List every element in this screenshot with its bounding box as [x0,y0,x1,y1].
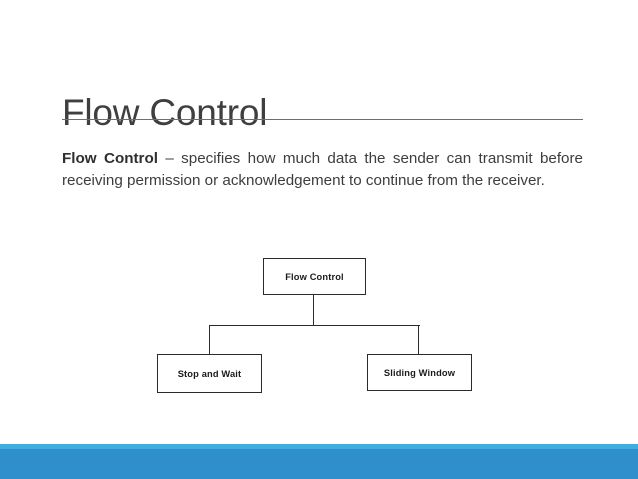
body-rest-text: – specifies how much data the sender can… [62,150,584,189]
connector-drop-right [418,325,420,354]
diagram-node-label: Flow Control [285,271,344,282]
body-paragraph: Flow Control – specifies how much data t… [62,148,583,191]
title-divider [62,119,583,120]
connector-horizontal-bus [209,325,420,327]
diagram-node-flow-control[interactable]: Flow Control [263,258,366,295]
footer-accent-stripe [0,444,638,449]
connector-drop-left [209,325,211,354]
diagram-node-sliding-window[interactable]: Sliding Window [367,354,472,391]
body-lead-term: Flow Control [62,150,158,168]
diagram-node-label: Sliding Window [383,367,456,378]
diagram-node-label: Stop and Wait [177,368,242,379]
footer-bar [0,449,638,479]
diagram-node-stop-and-wait[interactable]: Stop and Wait [157,354,262,393]
page-title: Flow Control [62,91,268,133]
connector-root-stem [313,295,315,326]
